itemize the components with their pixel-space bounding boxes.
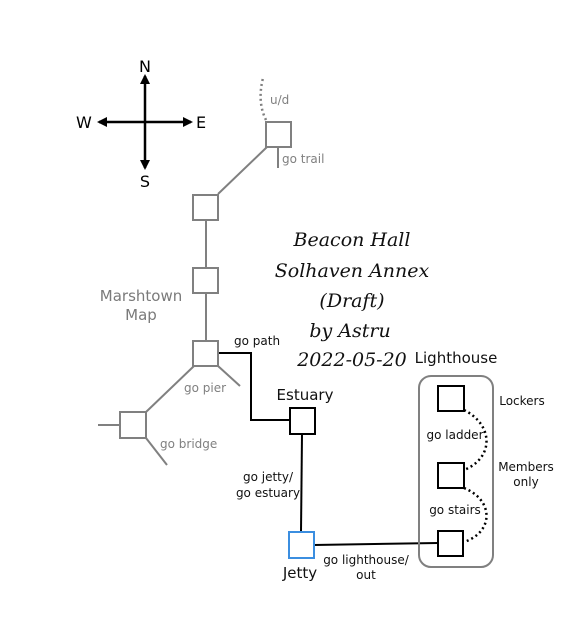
room-label-estuary: Estuary xyxy=(277,386,334,404)
region-label-line-2: Map xyxy=(125,306,157,324)
region-label-line-1: Marshtown xyxy=(100,287,182,305)
room-trail-top[interactable] xyxy=(265,121,292,148)
map-title: Beacon Hall Solhaven Annex (Draft) by As… xyxy=(275,229,430,371)
compass-north-label: N xyxy=(139,57,151,76)
path-label-trail: go trail xyxy=(282,152,324,166)
room-label-jetty: Jetty xyxy=(282,564,317,582)
path-label-lighthouse-2: out xyxy=(356,568,376,582)
room-bridge[interactable] xyxy=(119,411,147,439)
gray-connectors xyxy=(98,77,279,466)
room-jetty[interactable] xyxy=(288,531,315,559)
path-label-ud: u/d xyxy=(270,93,289,107)
path-label-ladder: go ladder xyxy=(426,428,483,442)
room-estuary[interactable] xyxy=(289,407,316,435)
black-connectors xyxy=(219,352,488,546)
gray-rooms xyxy=(119,121,292,439)
path-label-jetty-1: go jetty/ xyxy=(243,470,294,484)
title-line-1: Beacon Hall xyxy=(293,229,411,251)
compass-south-label: S xyxy=(140,172,150,191)
room-marsh-mid[interactable] xyxy=(192,267,219,294)
room-label-lighthouse: Lighthouse xyxy=(415,349,498,367)
path-label-path: go path xyxy=(234,334,280,348)
compass-west-label: W xyxy=(76,113,92,132)
black-rooms xyxy=(289,385,465,557)
compass-rose: N S E W xyxy=(76,57,206,191)
compass-east-label: E xyxy=(196,113,206,132)
path-label-bridge: go bridge xyxy=(160,437,217,451)
room-label-members-2: only xyxy=(513,475,538,489)
room-label-members-1: Members xyxy=(498,460,554,474)
path-label-stairs: go stairs xyxy=(429,503,481,517)
title-line-2: Solhaven Annex xyxy=(275,260,430,282)
room-label-lockers: Lockers xyxy=(499,394,545,408)
title-line-4: by Astru xyxy=(309,320,390,342)
path-label-jetty-2: go estuary xyxy=(236,486,300,500)
path-label-lighthouse-1: go lighthouse/ xyxy=(323,553,410,567)
room-lockers[interactable] xyxy=(437,385,465,412)
lighthouse-area xyxy=(418,375,494,568)
path-label-pier: go pier xyxy=(184,381,226,395)
room-marsh-upper[interactable] xyxy=(192,194,219,221)
room-marsh-hub[interactable] xyxy=(192,340,219,367)
title-line-3: (Draft) xyxy=(319,290,384,312)
title-line-5: 2022-05-20 xyxy=(296,349,407,371)
room-members-only[interactable] xyxy=(437,462,465,489)
room-lighthouse-base[interactable] xyxy=(437,530,464,557)
